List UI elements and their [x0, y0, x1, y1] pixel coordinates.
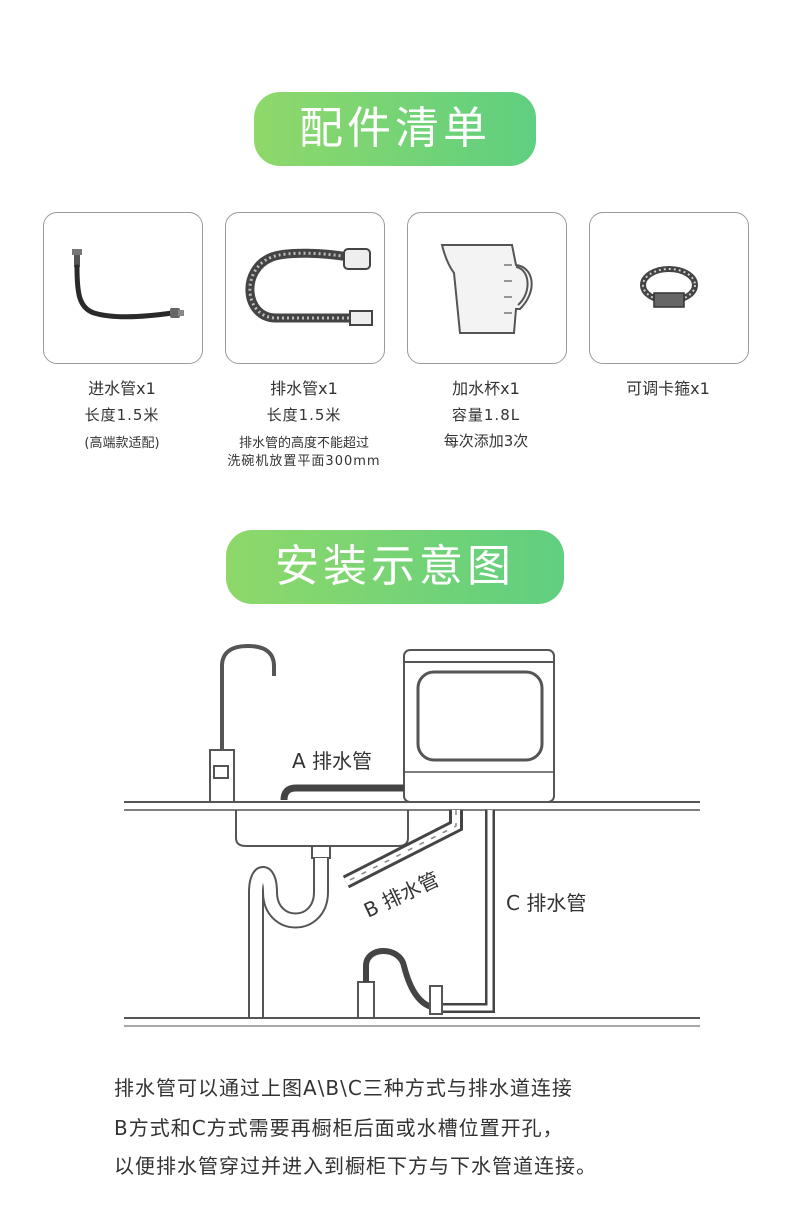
- item-name: 进水管x1: [88, 379, 156, 398]
- item-spec: 长度1.5米: [266, 406, 342, 424]
- item-note: 洗碗机放置平面300mm: [227, 454, 381, 469]
- sink-basin: [235, 810, 409, 847]
- item-note: (高端款适配): [84, 436, 160, 451]
- item-card-water-cup: [407, 212, 567, 364]
- description-line: 排水管可以通过上图A\B\C三种方式与排水道连接: [114, 1076, 573, 1100]
- item-name: 加水杯x1: [452, 379, 520, 398]
- item-name: 可调卡箍x1: [626, 379, 710, 398]
- measuring-cup-icon: [440, 244, 533, 334]
- item-spec: 长度1.5米: [84, 406, 160, 424]
- hose-clamp-icon: [640, 266, 698, 308]
- inlet-hose-icon: [72, 249, 184, 320]
- description-line: 以便排水管穿过并进入到橱柜下方与下水管道连接。: [114, 1154, 597, 1178]
- dishwasher: [403, 649, 555, 803]
- section-title-installation: 安装示意图: [226, 530, 564, 604]
- faucet-icon: [220, 643, 276, 752]
- drain-hose-a: [280, 784, 404, 801]
- label-drain-a: A 排水管: [292, 749, 372, 773]
- item-card-clamp: [589, 212, 749, 364]
- drain-hose-icon: [245, 248, 373, 326]
- item-name: 排水管x1: [270, 379, 338, 398]
- item-note: 排水管的高度不能超过: [238, 436, 369, 451]
- description-line: B方式和C方式需要再橱柜后面或水槽位置开孔，: [114, 1116, 564, 1140]
- item-card-inlet-hose: [43, 212, 203, 364]
- item-card-drain-hose: [225, 212, 385, 364]
- installation-diagram: A 排水管 B 排水管 C 排水管: [124, 643, 700, 1027]
- item-note: 每次添加3次: [443, 432, 529, 450]
- label-drain-c: C 排水管: [506, 891, 586, 915]
- item-spec: 容量1.8L: [451, 406, 521, 424]
- section-title-accessories: 配件清单: [254, 92, 536, 166]
